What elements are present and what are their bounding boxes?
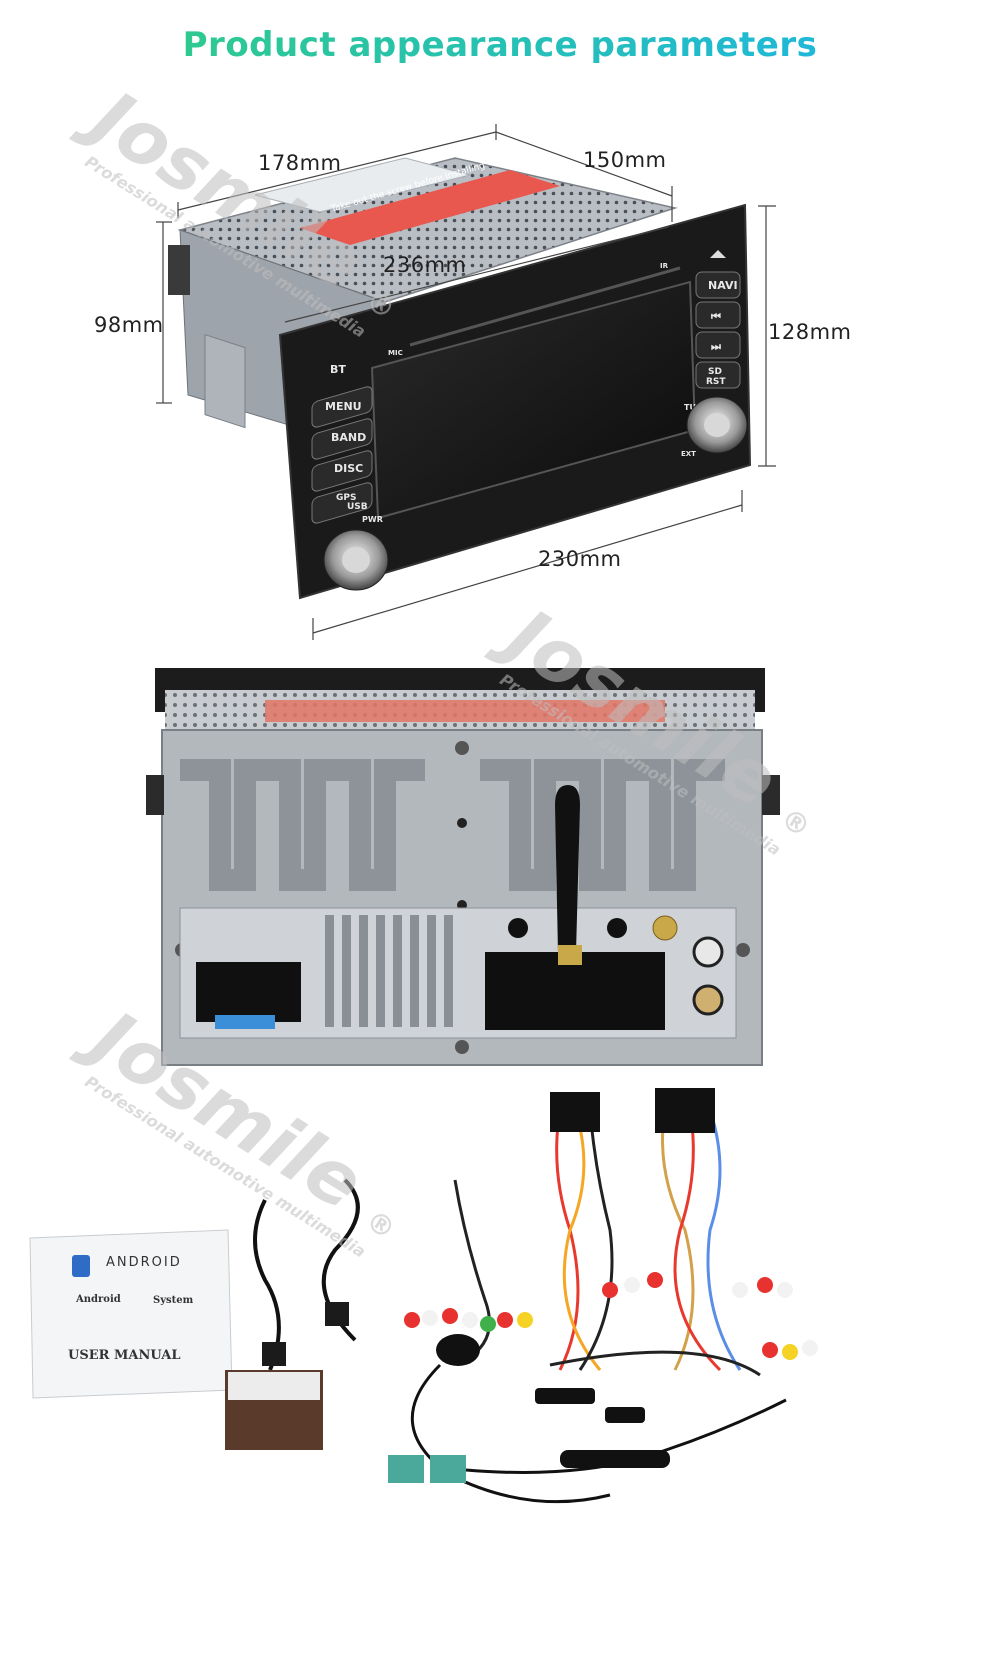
screw-right: [736, 943, 750, 957]
rca-plug-white: [802, 1340, 818, 1356]
rear-tab-left: [146, 775, 164, 815]
antenna-base: [558, 945, 582, 965]
button-navi: [695, 271, 741, 299]
dimension-lines: [156, 124, 776, 640]
screw-bottom: [455, 1040, 469, 1054]
port-hole-1: [508, 918, 528, 938]
usb-plug-2: [325, 1302, 349, 1326]
heat-sink: [180, 759, 725, 891]
port-hole-2: [607, 918, 627, 938]
fakra-connector-1: [388, 1455, 424, 1483]
dim-top-depth: 178mm: [258, 151, 342, 175]
manual-android: Android: [76, 1294, 121, 1305]
accessories-illustration: [29, 1088, 818, 1504]
fuse: [215, 1015, 275, 1029]
label-ir: IR: [660, 262, 669, 270]
screw-top: [455, 741, 469, 755]
label-bt: BT: [330, 363, 346, 376]
page-title-graphic: Product appearance parameters: [183, 25, 818, 65]
rca-plug-yellow: [782, 1344, 798, 1360]
gps-antenna: [436, 1334, 480, 1366]
iso-connector: [196, 962, 301, 1022]
tune-knob-cap: [704, 413, 730, 437]
dim-height-front: 128mm: [768, 320, 852, 344]
harness-connector-1: [550, 1092, 600, 1132]
aux-cable: [549, 1350, 761, 1377]
button-sd: [695, 361, 741, 389]
page-title-text: Product appearance parameters: [183, 25, 818, 65]
wifi-antenna: [555, 785, 580, 953]
warning-sticker: [300, 170, 560, 245]
disc-slot: [409, 266, 681, 347]
label-menu: MENU: [325, 400, 362, 413]
dim-inner-width: 236mm: [383, 253, 467, 277]
canbus-label: [228, 1372, 320, 1400]
sticker-label: [254, 157, 471, 213]
label-prev: ⏮: [711, 310, 721, 323]
manual-brand: ANDROID: [106, 1255, 182, 1270]
power-port: [692, 984, 724, 1016]
middle-vents: [325, 915, 453, 1027]
label-mic: MIC: [388, 349, 403, 357]
hole-1: [457, 818, 467, 828]
page-title: Product appearance parameters: [0, 22, 1000, 81]
left-button-column: BT MENU BAND DISC GPS USB PWR MIC: [311, 349, 403, 524]
eject-icon: [710, 250, 726, 258]
label-disc: DISC: [334, 462, 363, 475]
button-disc: [311, 450, 373, 492]
volume-knob-cap: [342, 547, 370, 573]
rca-cable-right: [602, 1272, 793, 1298]
label-next: ⏭: [711, 340, 721, 353]
label-gps: GPS: [336, 493, 356, 503]
right-button-column: NAVI ⏮ ⏭ SD RST TUN EXT IR: [660, 250, 741, 458]
dim-height-body: 98mm: [94, 313, 164, 337]
gps-antenna-port: [652, 915, 678, 941]
manual-title: USER MANUAL: [68, 1348, 181, 1363]
label-sd: SD: [708, 367, 722, 377]
manual-system: System: [153, 1295, 194, 1306]
rca-cable-left: [404, 1179, 533, 1362]
dim-front-width: 230mm: [538, 547, 622, 571]
usb-plug-1: [262, 1342, 286, 1366]
mic-plug: [535, 1388, 595, 1404]
radio-antenna-port: [692, 936, 724, 968]
rca-plug-red: [762, 1342, 778, 1358]
dim-top-length: 150mm: [583, 148, 667, 172]
mount-bracket: [168, 245, 190, 295]
label-pwr: PWR: [362, 515, 383, 524]
chassis-vent: [204, 333, 246, 429]
label-navi: NAVI: [708, 279, 738, 292]
button-menu: [311, 386, 373, 428]
rear-sticker: [265, 700, 665, 722]
label-ext: EXT: [681, 450, 696, 458]
wiring-harness: [555, 1109, 742, 1372]
button-gps: [311, 482, 373, 524]
fakra-connector-2: [430, 1455, 466, 1483]
head-unit-front-view: BT MENU BAND DISC GPS USB PWR MIC NAVI ⏮…: [156, 124, 776, 640]
button-band: [311, 418, 373, 460]
rear-tab-right: [762, 775, 780, 815]
button-next: [695, 331, 741, 359]
android-icon: [72, 1255, 90, 1277]
label-rst: RST: [706, 377, 726, 387]
button-prev: [695, 301, 741, 329]
label-band: BAND: [331, 431, 366, 444]
amplifier-filter: [560, 1450, 670, 1468]
head-unit-rear-view: [146, 668, 780, 1066]
harness-connector-2: [655, 1088, 715, 1133]
usb-extension-plug: [605, 1407, 645, 1423]
label-usb: USB: [347, 502, 368, 512]
